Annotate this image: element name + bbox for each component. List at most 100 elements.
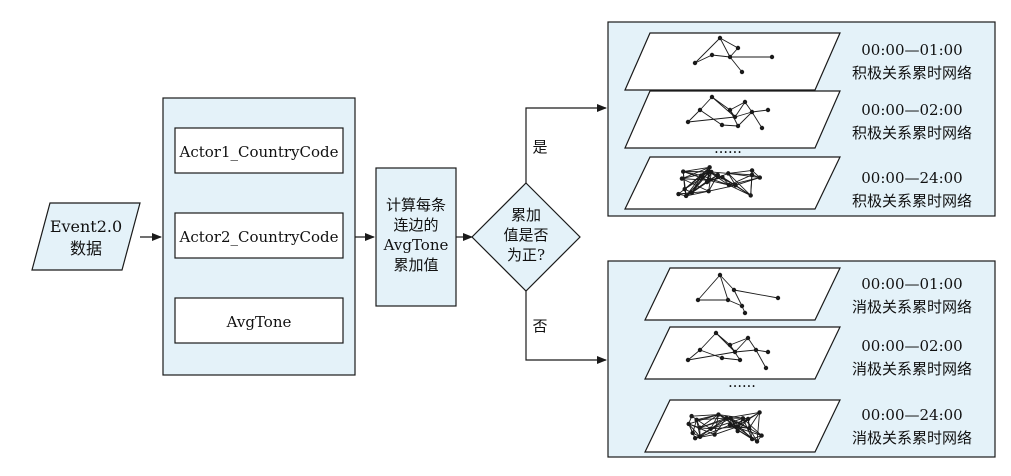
network-node — [745, 416, 751, 422]
network-node — [727, 422, 733, 428]
network-edge — [711, 171, 729, 174]
negative-label-2: 消极关系累时网络 — [852, 360, 972, 378]
network-node — [697, 434, 703, 439]
network-node — [733, 183, 738, 188]
negative-network-graph-2 — [685, 330, 771, 371]
negative-network-graph-3 — [686, 410, 764, 444]
network-node — [715, 172, 720, 178]
network-node — [735, 428, 740, 434]
decision-node: 累加 值是否 为正? — [471, 182, 581, 292]
network-edge — [748, 412, 760, 429]
positive-label-3: 积极关系累时网络 — [852, 192, 972, 210]
field-avgtone-label: AvgTone — [226, 313, 292, 331]
network-edge — [727, 173, 736, 186]
network-node — [719, 355, 725, 361]
input-data-node: Event2.0 数据 — [31, 202, 141, 271]
network-edge — [714, 426, 737, 435]
network-node — [716, 412, 721, 417]
network-edge — [721, 357, 741, 361]
network-edge — [708, 179, 730, 186]
network-edge — [694, 54, 713, 64]
network-edge — [755, 349, 767, 369]
network-edge — [687, 349, 701, 361]
network-node — [734, 424, 739, 430]
network-node — [719, 122, 725, 128]
network-edge — [687, 351, 736, 361]
positive-time-2: 00:00—02:00 — [861, 101, 962, 119]
network-edge — [681, 166, 710, 180]
network-edge — [729, 424, 750, 429]
network-edge — [691, 414, 719, 417]
network-node — [720, 175, 725, 180]
network-edge — [687, 116, 736, 123]
decision-line3: 为正? — [507, 246, 545, 264]
positive-layer-2 — [624, 90, 841, 149]
network-node — [706, 178, 711, 183]
network-node — [759, 125, 765, 131]
network-edge — [750, 174, 753, 196]
network-node — [742, 99, 748, 105]
positive-network-graph-3 — [676, 165, 763, 199]
positive-label-1: 积极关系累时网络 — [852, 64, 972, 82]
process-line4: 累加值 — [393, 256, 438, 274]
field-box-actor1 — [174, 127, 344, 174]
network-node — [726, 171, 731, 176]
network-node — [765, 107, 771, 113]
network-node — [726, 182, 732, 188]
network-node — [735, 123, 741, 129]
network-edge — [694, 37, 721, 64]
network-edge — [685, 175, 702, 197]
network-node — [749, 436, 755, 442]
network-edge — [719, 37, 731, 58]
network-edge — [694, 428, 711, 439]
network-edge — [701, 175, 730, 186]
network-node — [742, 310, 748, 316]
network-edge — [714, 414, 719, 435]
network-edge — [756, 412, 761, 442]
network-node — [763, 365, 769, 371]
positive-network-graph-1 — [692, 35, 775, 75]
network-node — [769, 54, 775, 60]
decision-line2: 值是否 — [503, 226, 548, 244]
network-edge — [751, 109, 769, 113]
network-edge — [728, 184, 751, 196]
network-edge — [678, 175, 702, 195]
negative-time-1: 00:00—01:00 — [861, 275, 962, 293]
network-edge — [747, 337, 757, 351]
network-edge — [691, 415, 711, 430]
network-edge — [699, 332, 717, 351]
network-edge — [688, 414, 719, 425]
network-edge — [688, 423, 715, 435]
network-node — [690, 430, 695, 436]
network-edge — [751, 111, 763, 129]
network-node — [727, 342, 733, 348]
network-edge — [708, 176, 723, 181]
network-edge — [718, 414, 737, 428]
network-edge — [728, 170, 753, 174]
negative-label-1: 消极关系累时网络 — [852, 298, 972, 316]
network-edge — [699, 96, 713, 111]
network-node — [753, 347, 759, 353]
network-edge — [697, 274, 721, 301]
no-label: 否 — [532, 317, 547, 335]
network-edge — [688, 423, 701, 438]
network-node — [746, 426, 752, 431]
network-edge — [708, 174, 719, 192]
network-node — [754, 439, 760, 444]
positive-network-panel: ...... 00:00—01:00 积极关系累时网络 00:00—02:00 … — [607, 21, 996, 217]
negative-ellipsis: ...... — [728, 375, 756, 391]
network-edge — [699, 109, 723, 126]
network-edge — [734, 101, 746, 118]
positive-time-1: 00:00—01:00 — [861, 41, 962, 59]
network-node — [725, 297, 731, 303]
network-node — [749, 109, 755, 115]
network-node — [748, 193, 753, 198]
network-edge — [727, 299, 743, 307]
network-node — [739, 69, 745, 75]
network-edge — [714, 417, 727, 435]
network-node — [735, 45, 741, 51]
negative-time-2: 00:00—02:00 — [861, 337, 962, 355]
network-node — [689, 190, 695, 195]
input-label-line1: Event2.0 — [50, 217, 122, 236]
negative-label-3: 消极关系累时网络 — [852, 429, 972, 447]
